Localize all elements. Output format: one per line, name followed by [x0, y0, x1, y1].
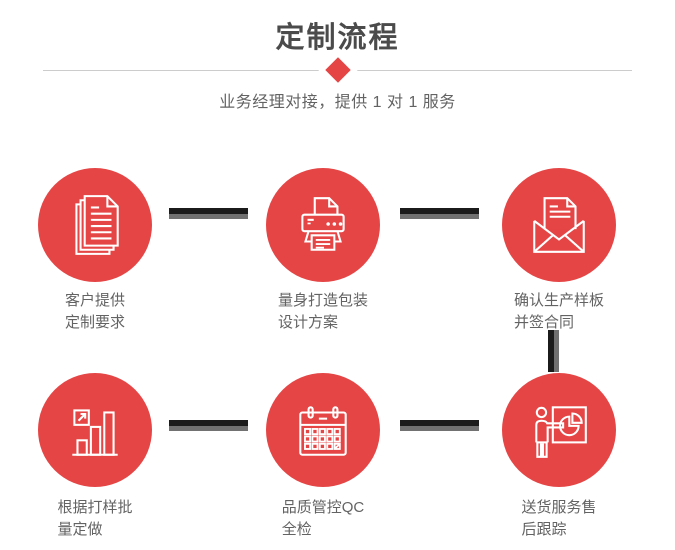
step-label-1: 客户提供 定制要求: [15, 290, 175, 334]
step-label-line: 量身打造包装: [277, 292, 368, 309]
step-label-line: 送货服务售: [521, 499, 597, 516]
step-label-6: 送货服务售 后跟踪: [479, 497, 639, 541]
step-label-line: 设计方案: [277, 314, 338, 331]
step-circle-5: [266, 373, 380, 487]
step-label-line: 客户提供: [64, 292, 125, 309]
step-circle-6: [502, 373, 616, 487]
step-label-3: 确认生产样板 并签合同: [479, 290, 639, 334]
step-circle-4: [38, 373, 152, 487]
diamond-icon: [324, 57, 351, 83]
step-label-line: 并签合同: [513, 314, 574, 331]
step-circle-3: [502, 168, 616, 282]
step-label-line: 量定做: [57, 521, 103, 538]
connector-step5-step6: [400, 420, 479, 431]
envelope-letter-icon: [533, 197, 585, 253]
connector-step2-step3: [400, 208, 479, 219]
page-subtitle: 业务经理对接，提供 1 对 1 服务: [219, 94, 456, 111]
step-circle-1: [38, 168, 152, 282]
step-label-line: 确认生产样板: [513, 292, 604, 309]
step-label-line: 后跟踪: [521, 521, 567, 538]
step-label-2: 量身打造包装 设计方案: [243, 290, 403, 334]
connector-step4-step5: [169, 420, 248, 431]
page-title: 定制流程: [275, 22, 400, 54]
connector-step3-step6: [548, 330, 559, 372]
step-label-line: 定制要求: [64, 314, 125, 331]
step-label-5: 品质管控QC 全检: [243, 497, 403, 541]
connector-step1-step2: [169, 208, 248, 219]
calendar-icon: [299, 406, 347, 456]
step-label-4: 根据打样批 量定做: [15, 497, 175, 541]
step-label-line: 根据打样批: [57, 499, 133, 516]
documents-icon: [75, 195, 119, 255]
step-circle-2: [266, 168, 380, 282]
step-label-line: 品质管控QC: [281, 499, 365, 516]
printer-icon: [301, 197, 345, 251]
bar-chart-growth-icon: [72, 409, 118, 456]
step-label-line: 全检: [281, 521, 312, 538]
presentation-pie-icon: [535, 406, 587, 458]
